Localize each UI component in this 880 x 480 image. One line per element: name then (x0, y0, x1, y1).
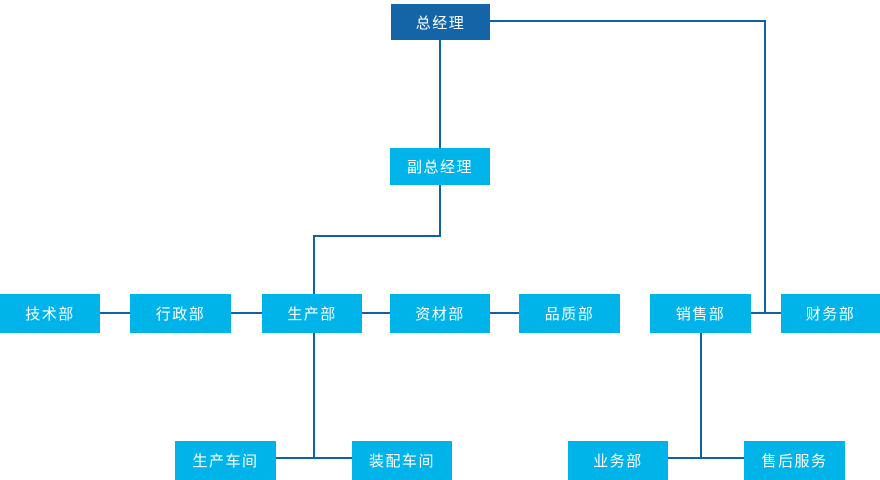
org-node-sales-dept: 销售部 (650, 294, 751, 333)
connector-line-sales-dept-to-finance-dept (750, 312, 782, 314)
connector-line-tech-dept-to-admin-dept (99, 312, 131, 314)
connector-line-deputy-gm-to-production-dept (439, 184, 441, 237)
org-node-deputy-gm: 副总经理 (390, 148, 490, 185)
connector-line-admin-dept-to-production-dept (230, 312, 263, 314)
org-node-production-workshop: 生产车间 (175, 441, 276, 480)
connector-line-business-dept-to-after-sales-service (667, 457, 745, 459)
connector-line-production-workshop-to-assembly-workshop (275, 457, 353, 459)
connector-line-materials-dept-to-quality-dept (489, 312, 520, 314)
connector-line-production-dept-to-materials-dept (361, 312, 391, 314)
org-node-after-sales-service: 售后服务 (744, 441, 845, 480)
org-node-materials-dept: 资材部 (390, 294, 490, 333)
connector-line-general-manager-to-sales-finance-group (489, 20, 766, 22)
connector-line-sales-dept-to-bottom-right-group (700, 332, 702, 459)
org-node-tech-dept: 技术部 (0, 294, 100, 333)
connector-line-deputy-gm-to-production-dept (313, 235, 315, 295)
org-node-business-dept: 业务部 (568, 441, 668, 480)
org-node-finance-dept: 财务部 (781, 294, 880, 333)
connector-line-deputy-gm-to-production-dept (313, 235, 441, 237)
connector-line-production-dept-to-workshops-group (313, 332, 315, 459)
connector-line-general-manager-to-sales-finance-group (764, 20, 766, 314)
org-node-quality-dept: 品质部 (519, 294, 620, 333)
connector-line-general-manager-to-deputy-gm (439, 39, 441, 149)
org-node-production-dept: 生产部 (262, 294, 362, 333)
org-node-admin-dept: 行政部 (130, 294, 231, 333)
org-node-assembly-workshop: 装配车间 (352, 441, 452, 480)
org-node-general-manager: 总经理 (391, 4, 490, 40)
